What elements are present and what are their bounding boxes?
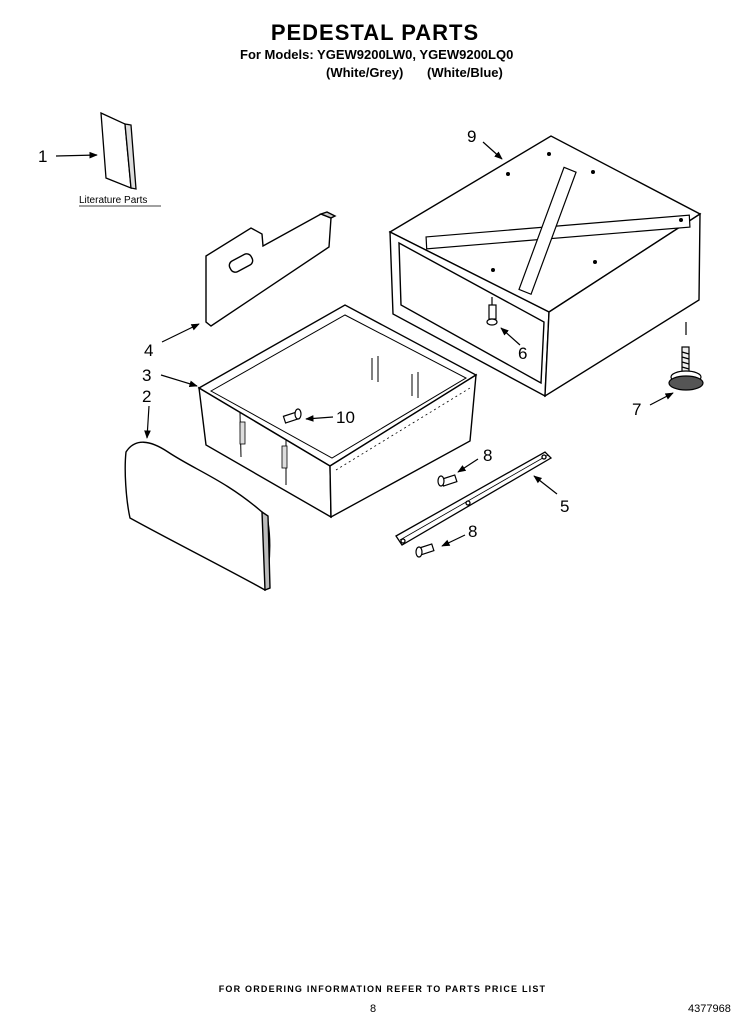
document-number: 4377968 — [688, 1003, 731, 1015]
rear-panel-part — [205, 211, 337, 327]
callout-1: 1 — [38, 147, 47, 166]
callout-8-upper: 8 — [483, 446, 492, 465]
cabinet-screw-part — [486, 297, 498, 326]
front-panel-part — [124, 441, 271, 592]
page-number: 8 — [370, 1003, 377, 1015]
variant-white-blue: (White/Blue) — [427, 65, 503, 80]
literature-parts-label: Literature Parts — [79, 195, 147, 206]
leveling-leg-part — [668, 322, 704, 391]
ordering-note: FOR ORDERING INFORMATION REFER TO PARTS … — [218, 984, 547, 994]
callout-3: 3 — [142, 366, 151, 385]
literature-booklet-part — [100, 111, 137, 190]
callout-arrows — [55, 141, 674, 547]
callout-6: 6 — [518, 344, 527, 363]
page-title: PEDESTAL PARTS — [270, 20, 480, 45]
slide-screw-lower-part — [415, 543, 435, 558]
pedestal-cabinet-part — [388, 135, 702, 398]
callout-4: 4 — [144, 341, 153, 360]
slide-screw-upper-part — [437, 474, 458, 487]
models-line: For Models: YGEW9200LW0, YGEW9200LQ0 — [240, 47, 514, 62]
callout-10: 10 — [336, 408, 355, 427]
callout-5: 5 — [560, 497, 569, 516]
drawer-basket-part — [197, 304, 478, 519]
callout-2: 2 — [142, 387, 151, 406]
basket-screw-part — [282, 408, 302, 424]
variant-white-grey: (White/Grey) — [326, 65, 404, 80]
callout-8-lower: 8 — [468, 522, 477, 541]
slide-rail-part — [395, 451, 553, 546]
callout-9: 9 — [467, 127, 476, 146]
callout-7: 7 — [632, 400, 641, 419]
